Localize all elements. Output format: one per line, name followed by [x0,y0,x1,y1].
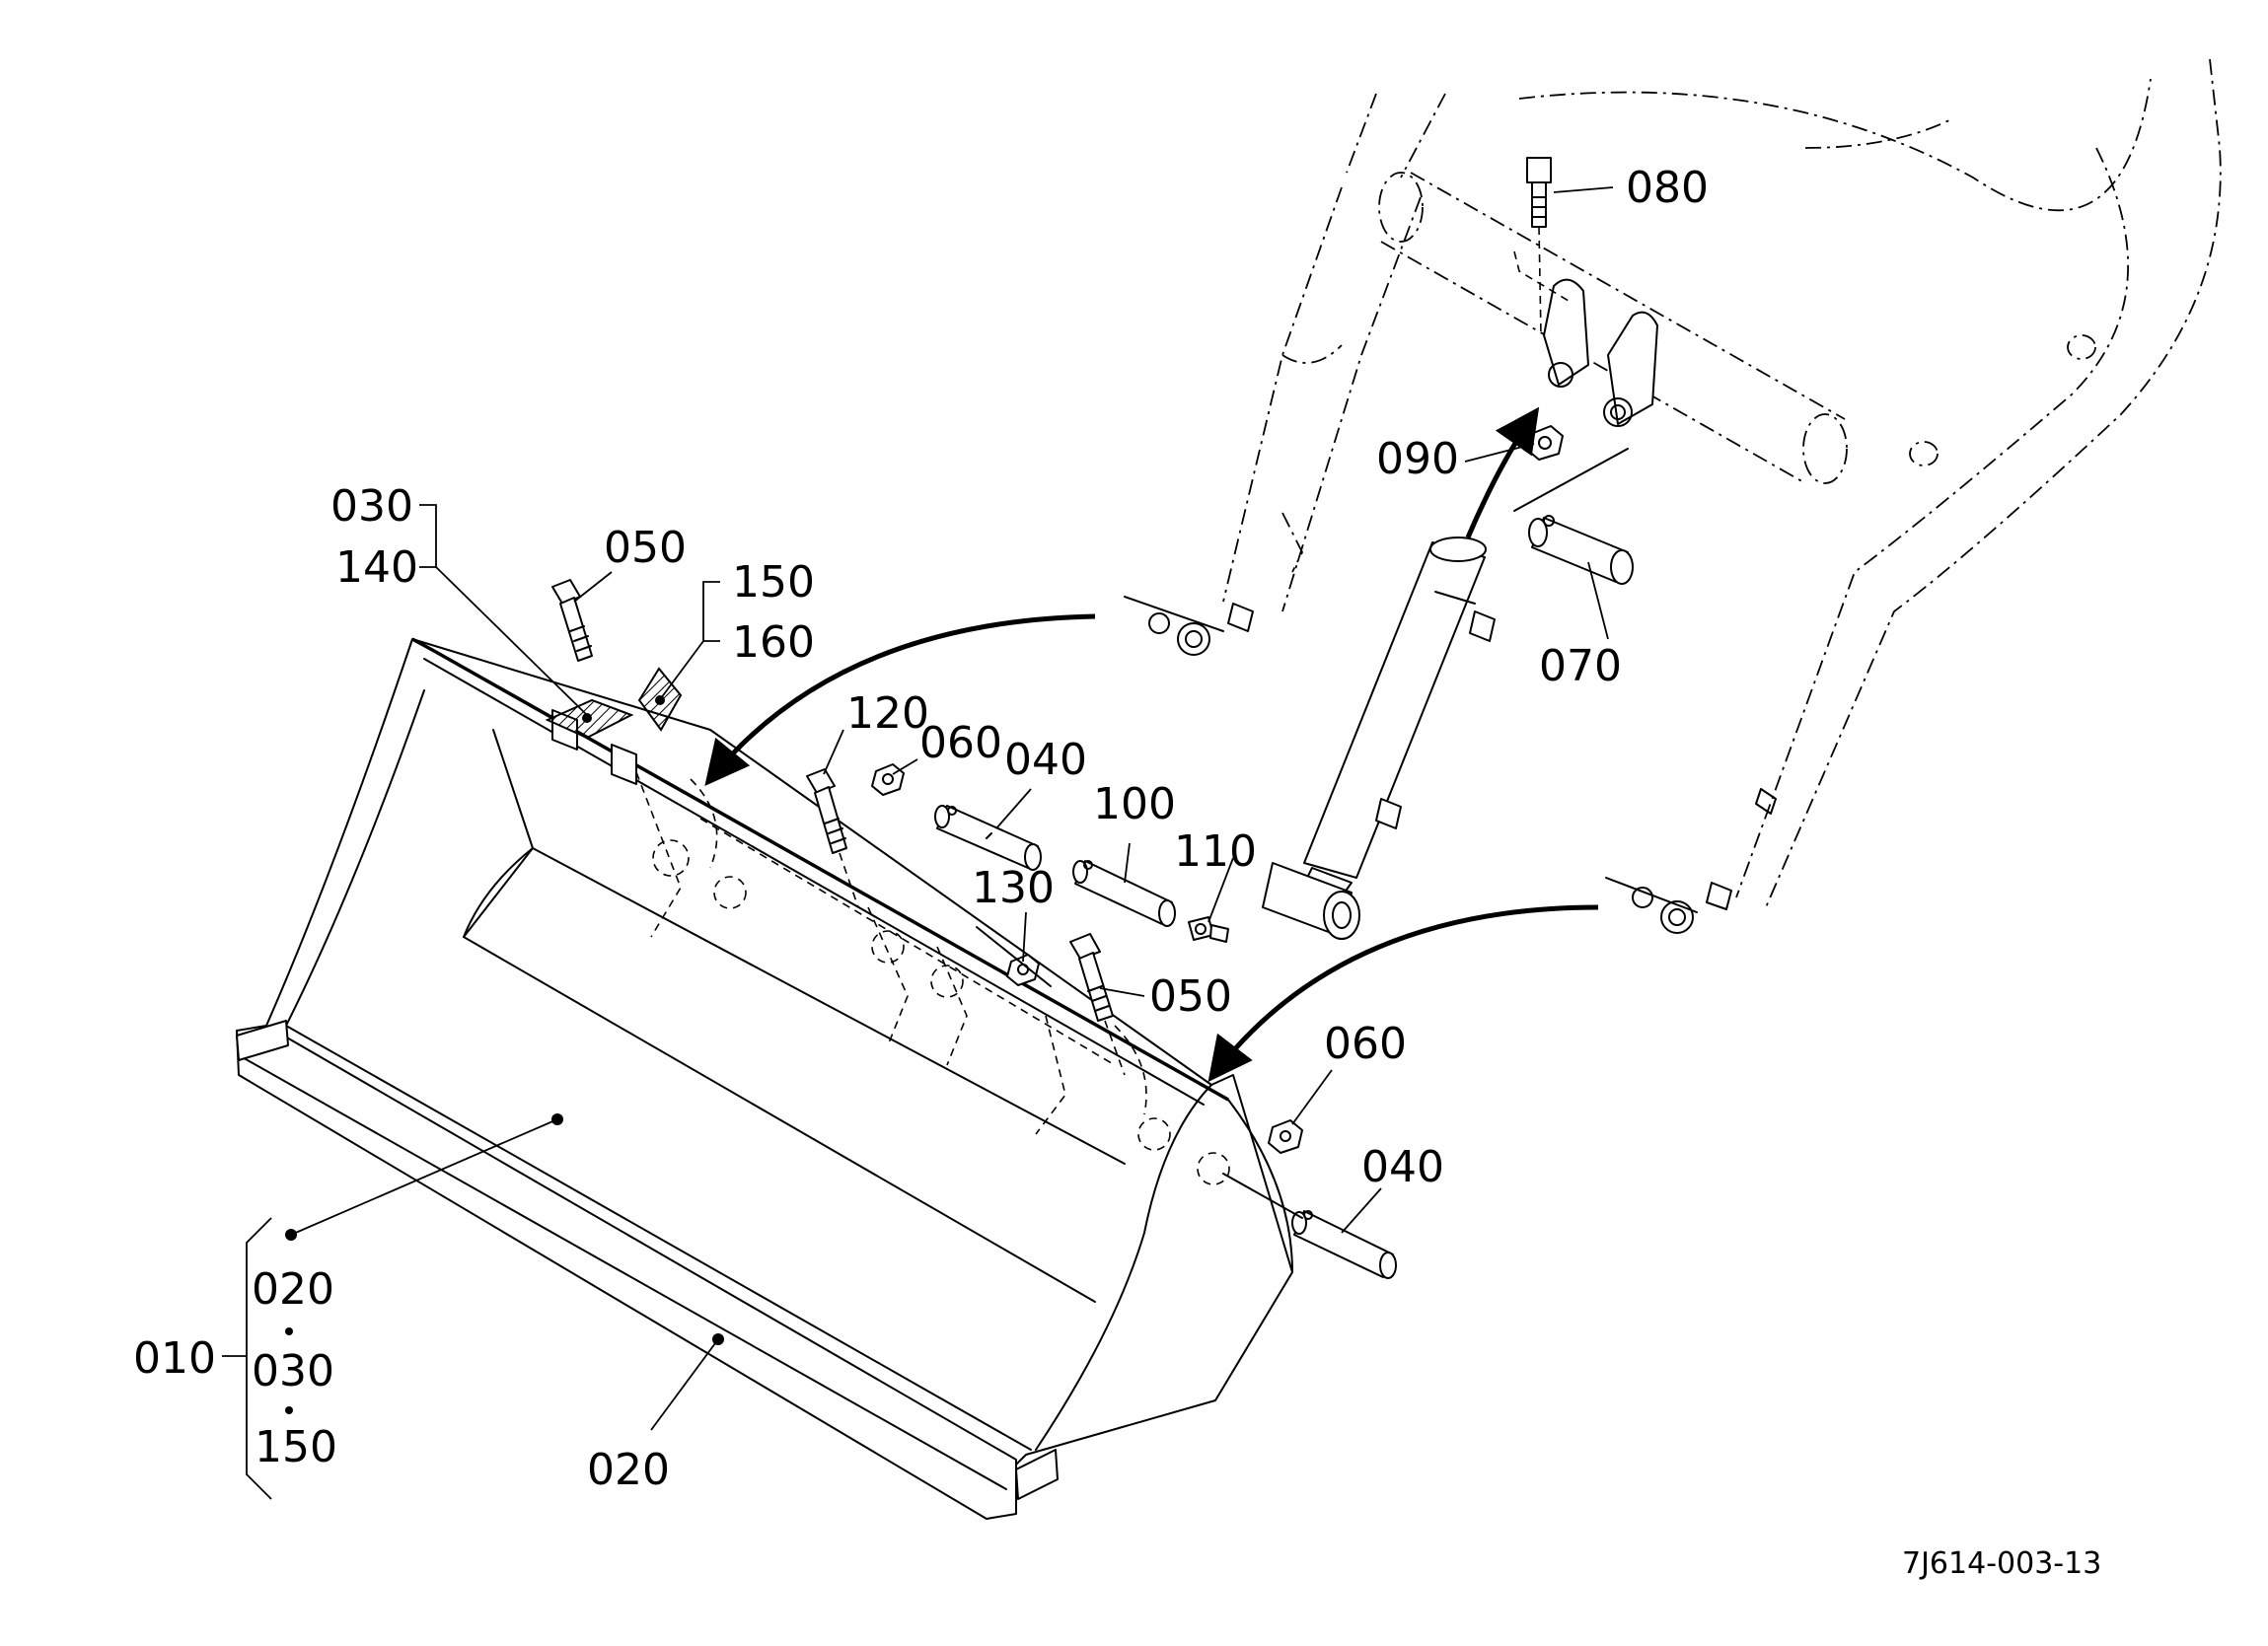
callout-150: 150 [732,557,815,608]
assembly-arrows [704,406,1599,1083]
drawing-code: 7J614-003-13 [1902,1546,2101,1581]
leader-lines [222,186,1614,1500]
callout-140: 140 [335,542,418,593]
callout-080: 080 [1626,163,1709,213]
nut-130 [1006,954,1040,986]
callout-labels: 010 020 030 150 020 030 140 050 150 160 … [133,163,2101,1581]
callout-040-right: 040 [1361,1142,1444,1192]
callout-010: 010 [133,1333,216,1384]
nut-090 [1526,425,1564,461]
loader-arm-frame [1124,58,2222,934]
callout-110: 110 [1174,826,1257,877]
callout-070: 070 [1539,641,1622,691]
callout-120: 120 [846,688,929,739]
nut-060-top [871,763,905,796]
callout-020-group: 020 [252,1264,334,1315]
bolt-120 [806,768,859,908]
callout-060-right: 060 [1324,1019,1407,1069]
nut-060-right [1268,1119,1303,1154]
callout-030: 030 [330,481,413,532]
callout-020-edge: 020 [587,1445,670,1495]
callout-100: 100 [1093,779,1176,829]
callout-150-group: 150 [255,1422,337,1472]
bolt-080 [1526,157,1552,336]
pin-040-right [1222,1173,1397,1279]
pin-100 [1072,860,1176,927]
pivot-pin-070 [1513,448,1634,585]
callout-040-top: 040 [1004,735,1087,785]
callout-050-mid: 050 [1149,971,1232,1022]
decal-030-140 [545,698,634,740]
decal-150-160 [637,667,683,732]
callout-130: 130 [972,863,1055,913]
pin-040-top [934,805,1042,871]
callout-030-group: 030 [252,1346,334,1396]
callout-050-top: 050 [604,523,687,573]
grease-fitting-110 [1188,916,1229,943]
bolt-050-mid [1069,933,1126,1076]
callout-090: 090 [1376,434,1459,484]
callout-160: 160 [732,617,815,668]
bucket [236,637,1293,1520]
cylinder-bracket [1513,250,1658,427]
bolt-050-top [551,579,593,662]
callout-060-top: 060 [919,718,1002,768]
hydraulic-cylinder [1262,537,1496,940]
